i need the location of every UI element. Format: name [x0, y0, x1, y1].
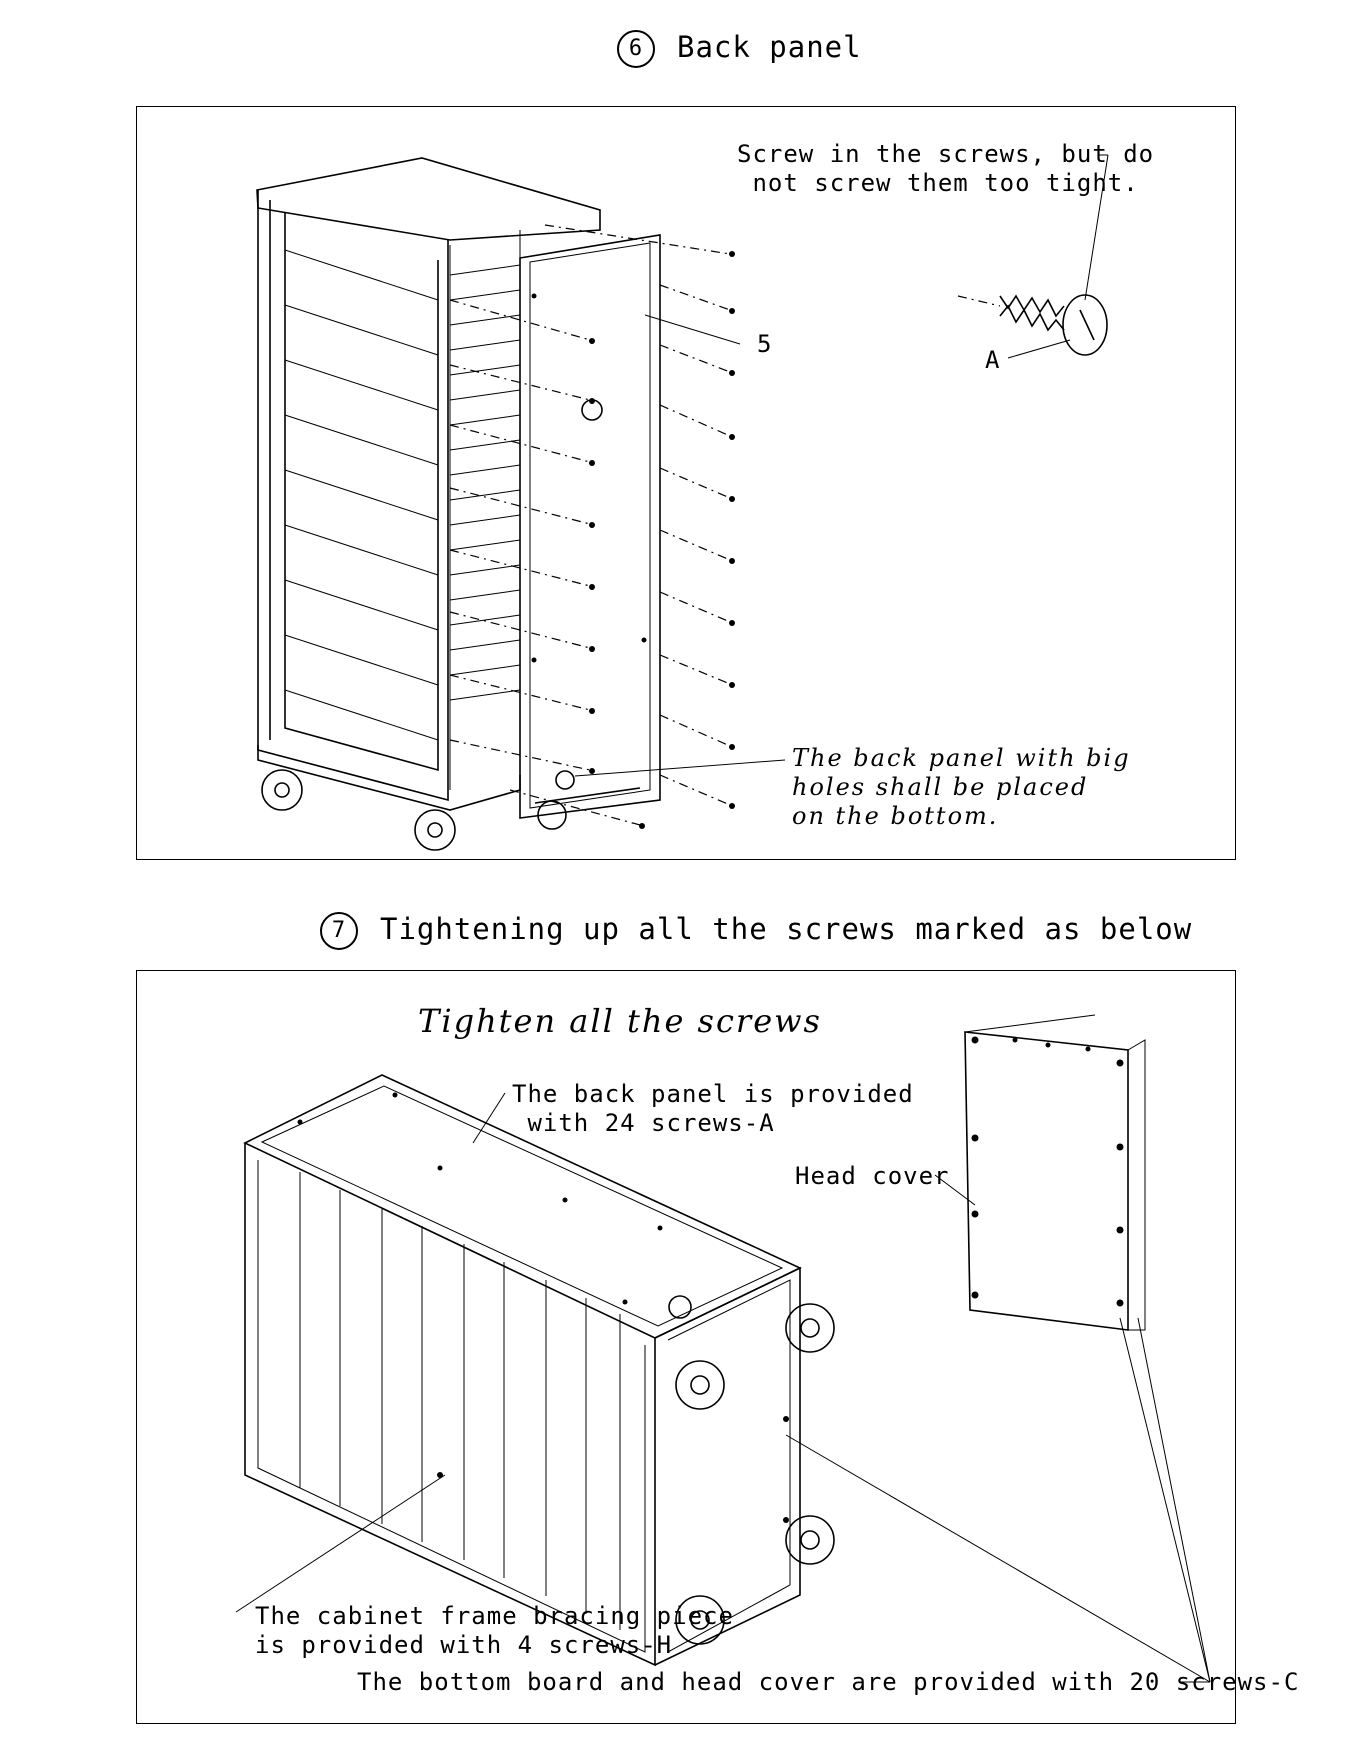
screw-a-label: A — [985, 346, 1001, 374]
head-cover-label: Head cover — [795, 1162, 950, 1190]
screw-tightness-note: Screw in the screws, but do not screw th… — [737, 140, 1155, 197]
bottom-note-leader — [574, 759, 786, 777]
back-panel-bottom-note: The back panel with big holes shall be p… — [792, 744, 1131, 830]
part-5-label: 5 — [757, 330, 773, 358]
cabinet-lying-drawing — [243, 1074, 835, 1667]
step6-number: 6 — [617, 30, 655, 68]
back-panel-5-drawing — [519, 234, 741, 819]
head-cover-drawing — [934, 1014, 1146, 1331]
back-panel-screws-note: The back panel is provided with 24 screw… — [512, 1080, 914, 1137]
screw-guide-lines — [449, 224, 735, 829]
step7-title: 7 Tightening up all the screws marked as … — [320, 912, 1192, 950]
step6-title: 6 Back panel — [617, 30, 862, 68]
bracing-piece-note: The cabinet frame bracing piece is provi… — [255, 1602, 734, 1659]
tighten-heading: Tighten all the screws — [418, 1002, 822, 1040]
screw-a-detail-icon — [957, 154, 1109, 359]
step6-diagram-panel — [136, 106, 1236, 860]
step7-diagram-panel — [136, 970, 1236, 1724]
step7-leader-lines — [235, 1092, 1211, 1683]
cabinet-upright-drawing — [256, 157, 601, 851]
bottom-board-screws-note: The bottom board and head cover are prov… — [357, 1668, 1300, 1696]
step7-title-text: Tightening up all the screws marked as b… — [380, 912, 1193, 946]
step7-number: 7 — [320, 912, 358, 950]
step6-title-text: Back panel — [677, 30, 862, 64]
